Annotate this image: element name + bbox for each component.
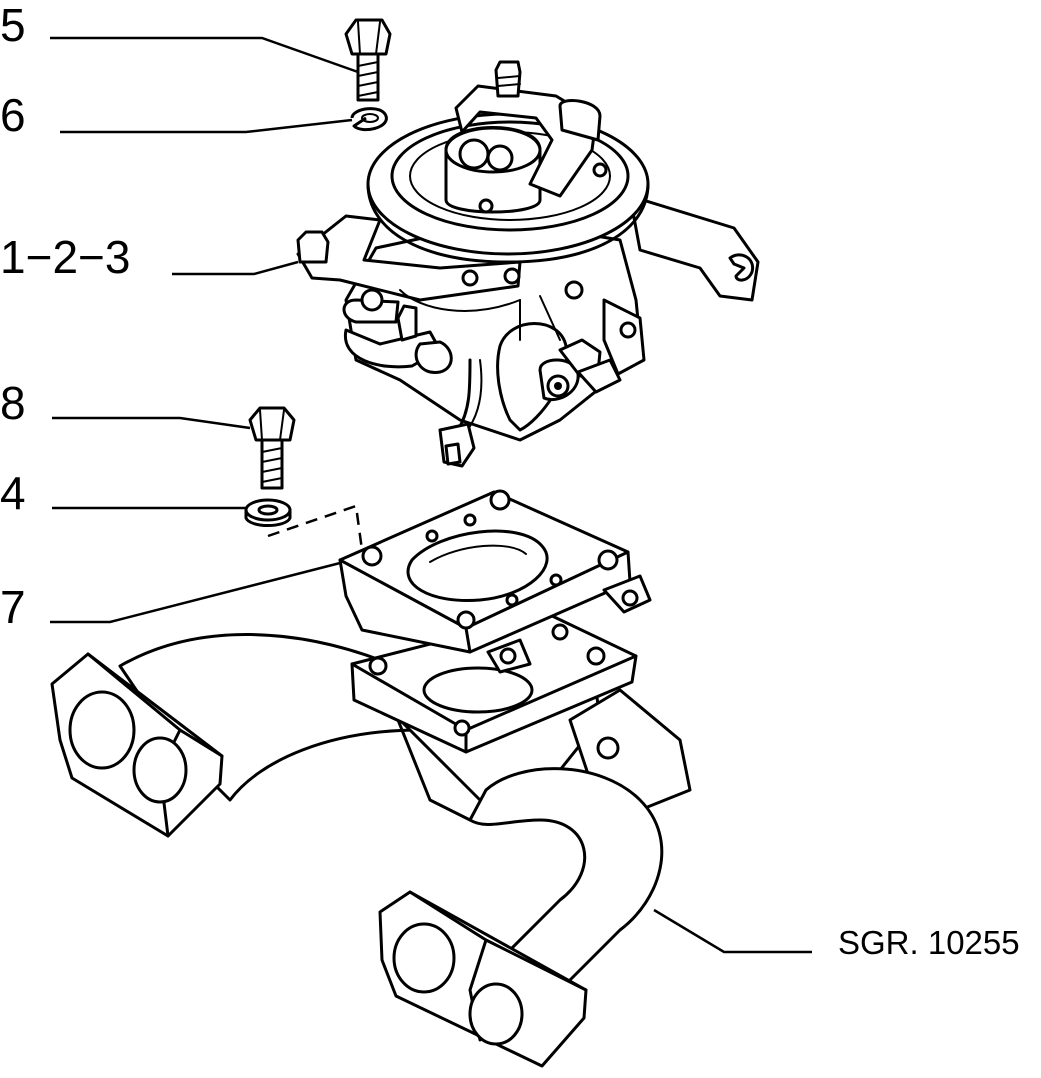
- leader-lines: [50, 36, 812, 954]
- callout-label-6: 6: [0, 89, 26, 141]
- alignment-dashed-line: [267, 504, 364, 551]
- callout-label-4: 4: [0, 467, 26, 519]
- washer-4: [244, 498, 292, 527]
- bolt-8: [248, 406, 296, 490]
- leader-line-7: [50, 560, 345, 624]
- leader-line-8: [52, 416, 251, 430]
- callout-label-1-2-3: 1−2−3: [0, 231, 131, 283]
- bolt-5: [344, 18, 392, 102]
- leader-line-5: [50, 36, 359, 74]
- spacer-block-7: [338, 489, 652, 674]
- callout-label-7: 7: [0, 581, 26, 633]
- lock-washer-6: [350, 107, 388, 132]
- callout-label-8: 8: [0, 377, 26, 429]
- throttle-body-assembly: [296, 60, 760, 468]
- callout-label-5: 5: [0, 0, 26, 51]
- intake-manifold: [50, 612, 692, 1068]
- leader-line-ref: [653, 908, 812, 954]
- drawing-reference-code: SGR. 10255: [838, 924, 1020, 961]
- leader-line-6: [60, 118, 353, 134]
- leader-line-1-2-3: [172, 260, 299, 276]
